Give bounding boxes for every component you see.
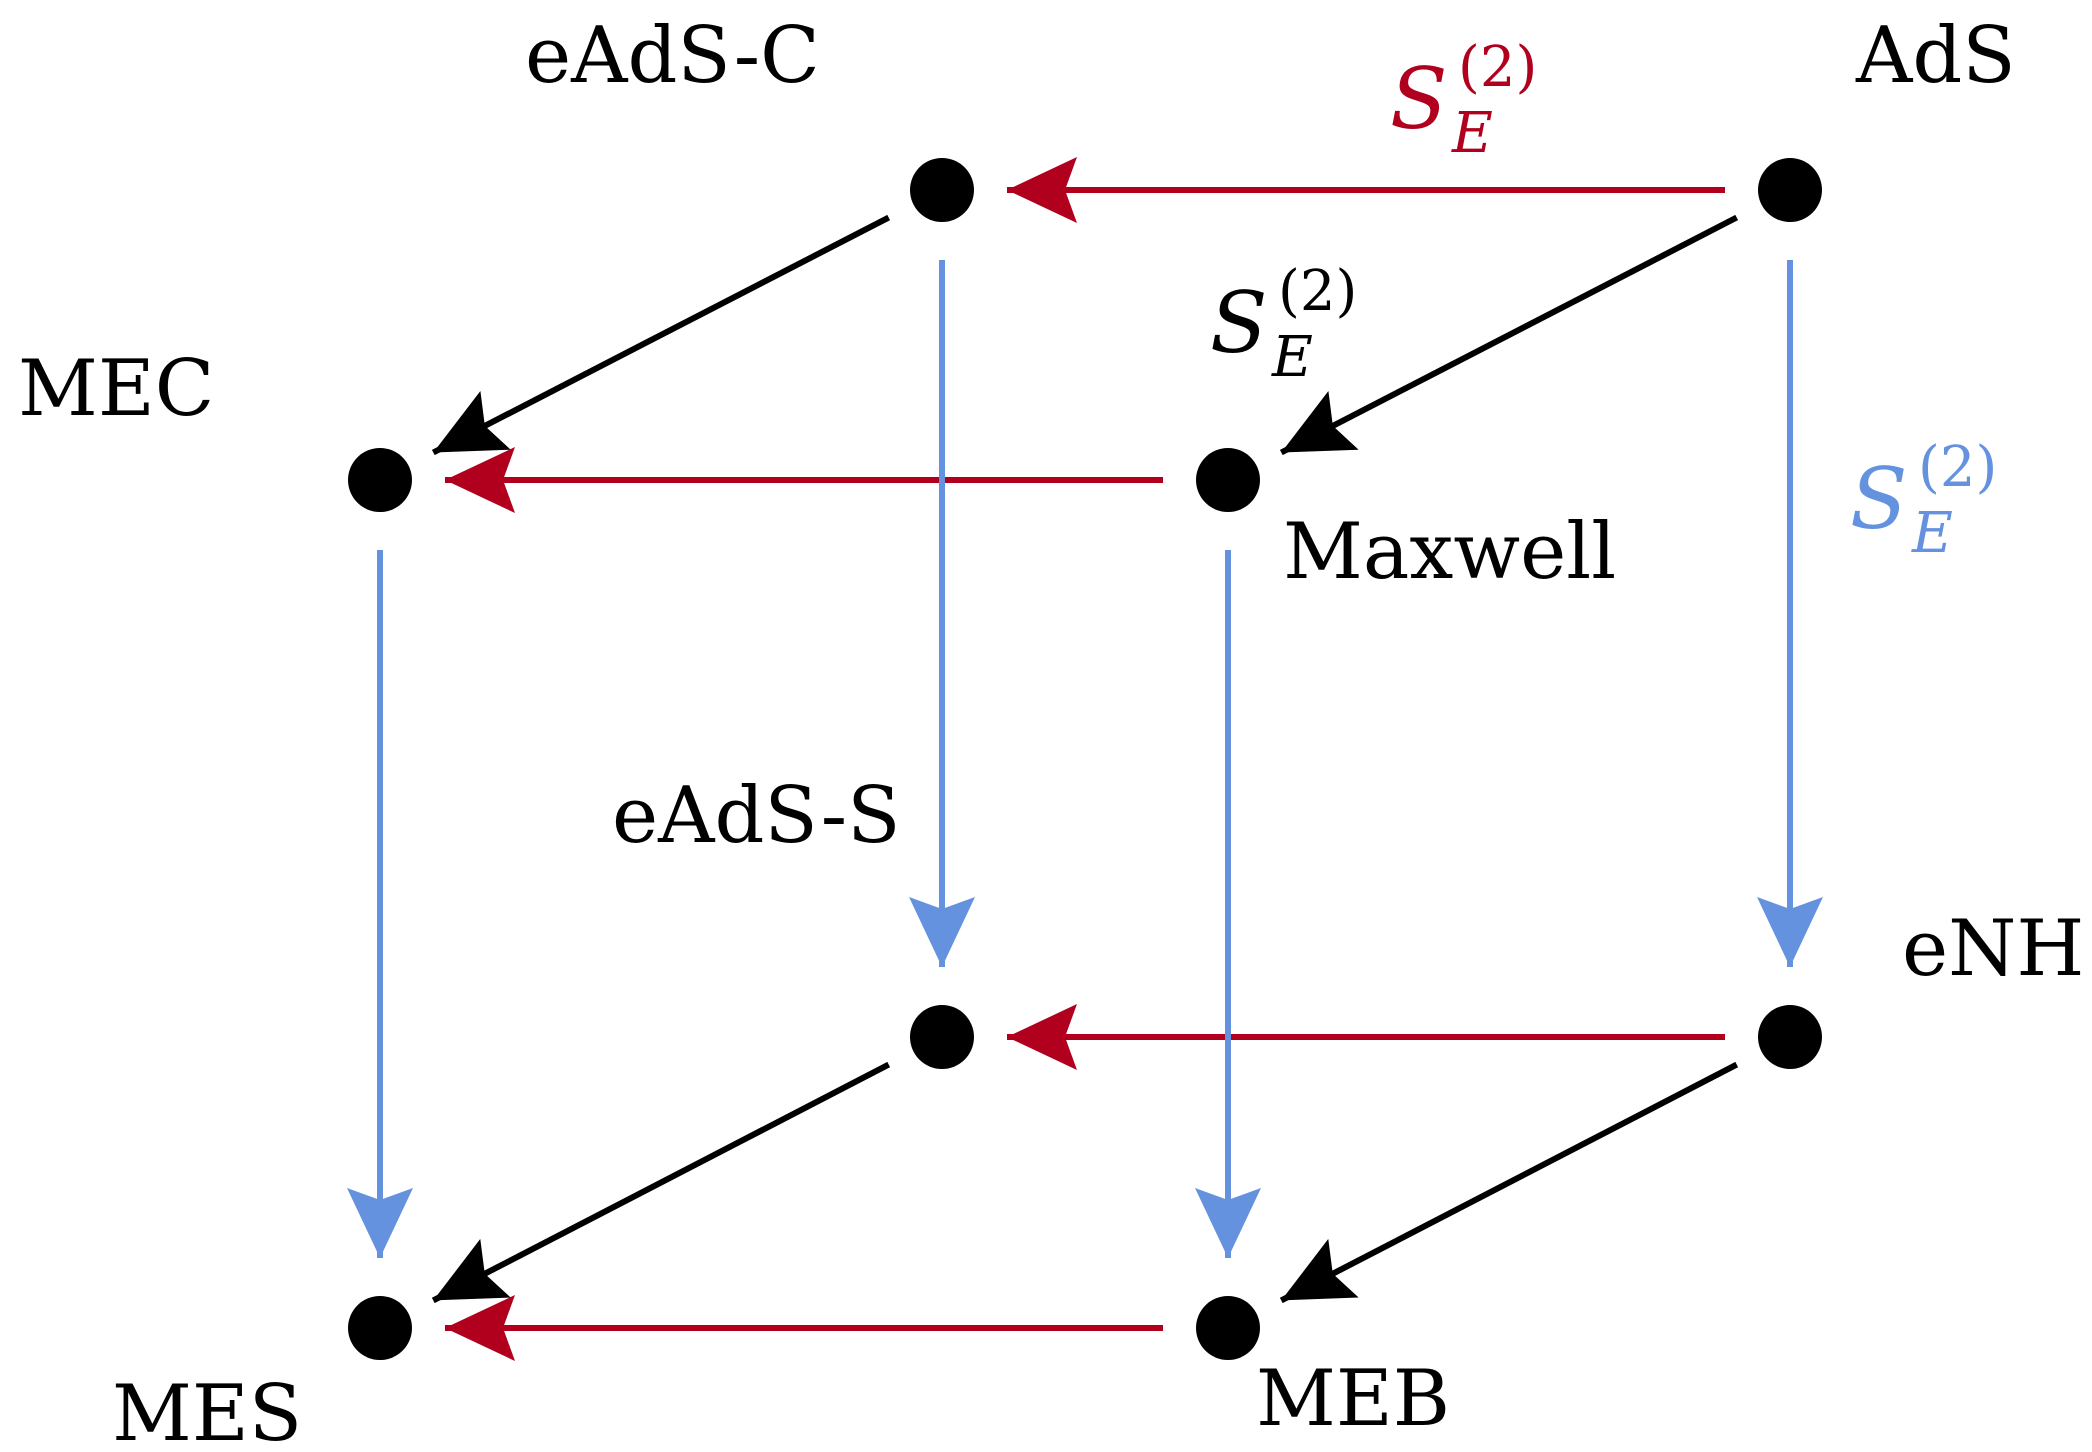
svg-text:E: E xyxy=(1911,501,1953,566)
node-dot-eads-s xyxy=(910,1005,974,1069)
edge-black-eads_c-to-mec xyxy=(431,214,891,456)
node-dot-enh xyxy=(1758,1005,1822,1069)
edge-black-enh-to-meb xyxy=(1279,1061,1739,1304)
node-label-mec: MEC xyxy=(18,344,215,434)
edge-label-blue: S E (2) xyxy=(1850,435,1997,566)
svg-text:E: E xyxy=(1451,101,1493,166)
node-label-meb: MEB xyxy=(1256,1354,1450,1444)
svg-text:S: S xyxy=(1850,450,1908,548)
node-label-ads: AdS xyxy=(1855,11,2016,101)
svg-text:(2): (2) xyxy=(1458,35,1537,100)
nodes xyxy=(348,158,1822,1360)
node-dot-eads-c xyxy=(910,158,974,222)
edge-black-ads-to-maxwell xyxy=(1279,214,1739,456)
svg-text:S: S xyxy=(1210,274,1268,372)
node-dot-meb xyxy=(1196,1296,1260,1360)
edge-black-eads_s-to-mes xyxy=(431,1061,891,1304)
node-dot-maxwell xyxy=(1196,448,1260,512)
node-dot-mes xyxy=(348,1296,412,1360)
edges xyxy=(347,157,1823,1361)
svg-text:(2): (2) xyxy=(1278,259,1357,324)
node-label-maxwell: Maxwell xyxy=(1283,507,1616,597)
node-label-mes: MES xyxy=(112,1369,302,1452)
svg-text:S: S xyxy=(1390,50,1448,148)
svg-text:E: E xyxy=(1271,325,1313,390)
node-dot-mec xyxy=(348,448,412,512)
edge-label-black: S E (2) xyxy=(1210,259,1357,390)
node-label-eads-c: eAdS-C xyxy=(525,11,820,101)
node-label-enh: eNH xyxy=(1902,904,2084,994)
svg-text:(2): (2) xyxy=(1918,435,1997,500)
node-label-eads-s: eAdS-S xyxy=(612,771,901,861)
edge-label-red: S E (2) xyxy=(1390,35,1537,166)
node-dot-ads xyxy=(1758,158,1822,222)
